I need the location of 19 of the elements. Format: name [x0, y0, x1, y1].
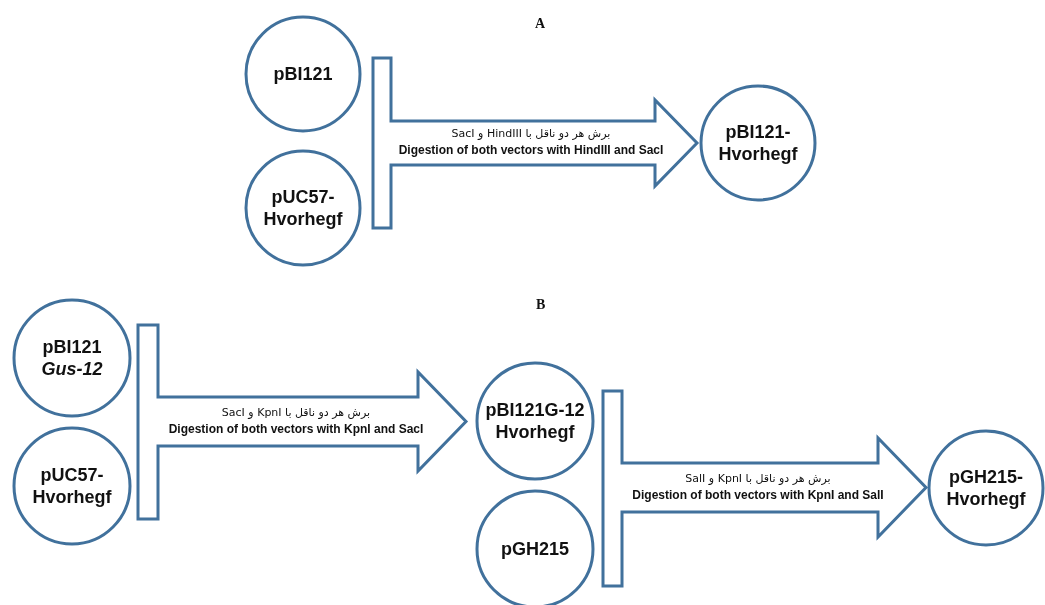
edge-label: برش هر دو ناقل با KpnI و SalI: [685, 472, 831, 487]
plasmid-name: pBI121G-12 Hvorhegf: [484, 398, 586, 444]
plasmid-name: pUC57- Hvorhegf: [31, 463, 113, 509]
panel-label: B: [536, 297, 546, 313]
edge-label: برش هر دو ناقل با KpnI و SacI: [221, 406, 371, 421]
block-arrow: [136, 323, 469, 521]
edge-label: Digestion of both vectors with KpnI and SacI: [168, 420, 424, 437]
block-arrow: [601, 389, 929, 588]
edge-label: Digestion of both vectors with KpnI and SalI: [632, 486, 884, 503]
panel-label: A: [535, 16, 546, 32]
edge-label: برش هر دو ناقل با HindIII و SacI: [451, 127, 611, 143]
plasmid-name: pBI121- Hvorhegf: [717, 120, 799, 166]
plasmid-name: pUC57- Hvorhegf: [262, 185, 344, 231]
plasmid-name: pGH215: [501, 537, 569, 561]
edge-label: Digestion of both vectors with HindIII and SacI: [398, 142, 664, 159]
plasmid-name: pBI121 Gus-12: [40, 335, 104, 381]
block-arrow: [371, 56, 700, 230]
plasmid-name: pGH215- Hvorhegf: [945, 465, 1027, 511]
plasmid-name: pBI121: [273, 62, 333, 86]
